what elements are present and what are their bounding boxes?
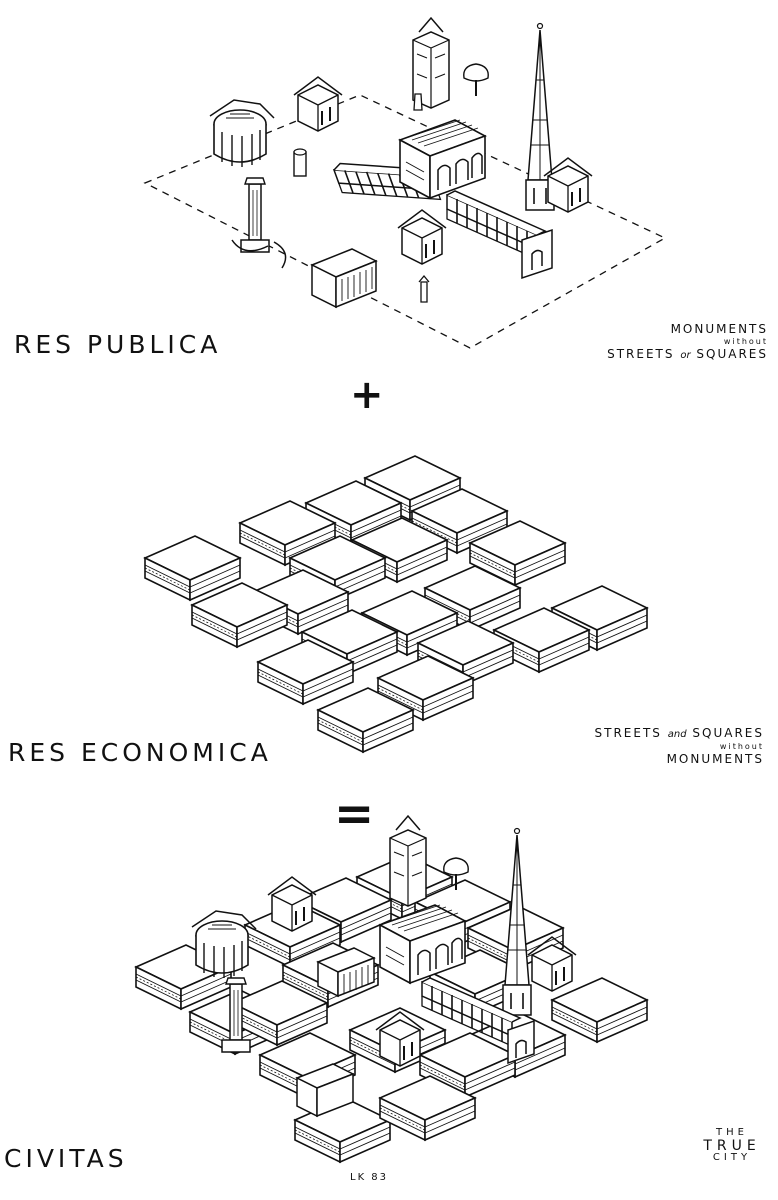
caption-streets-or-squares: STREETS or SQUARES — [607, 347, 768, 363]
caption-squares: SQUARES — [696, 347, 768, 361]
res-economica-drawing — [144, 455, 648, 753]
artist-signature: LK 83 — [350, 1172, 389, 1183]
res-economica-caption: STREETS and SQUARES without MONUMENTS — [595, 726, 764, 767]
caption-without-2: without — [719, 741, 764, 751]
caption-streets-2: STREETS — [594, 726, 662, 740]
caption-city: CITY — [712, 1152, 752, 1164]
caption-or: or — [680, 350, 691, 361]
res-publica-drawing — [143, 17, 667, 349]
civitas-caption: THE TRUE CITY — [700, 1127, 764, 1164]
equals-operator: = — [334, 786, 375, 842]
caption-the: THE — [716, 1127, 748, 1138]
caption-monuments-2: MONUMENTS — [666, 751, 764, 766]
caption-monuments: MONUMENTS — [670, 322, 768, 336]
civitas-title: CIVITAS — [4, 1144, 128, 1173]
res-publica-caption: MONUMENTS without STREETS or SQUARES — [607, 322, 768, 363]
caption-streets: STREETS — [607, 347, 675, 361]
res-publica-title: RES PUBLICA — [14, 330, 222, 359]
res-economica-title: RES ECONOMICA — [8, 738, 272, 767]
caption-true: TRUE — [703, 1137, 761, 1154]
caption-without: without — [723, 337, 768, 346]
caption-and: and — [667, 729, 687, 740]
civitas-drawing — [135, 815, 648, 1163]
plus-operator: + — [350, 372, 384, 418]
caption-squares-2: SQUARES — [692, 726, 764, 740]
caption-streets-and-squares: STREETS and SQUARES — [595, 726, 764, 742]
